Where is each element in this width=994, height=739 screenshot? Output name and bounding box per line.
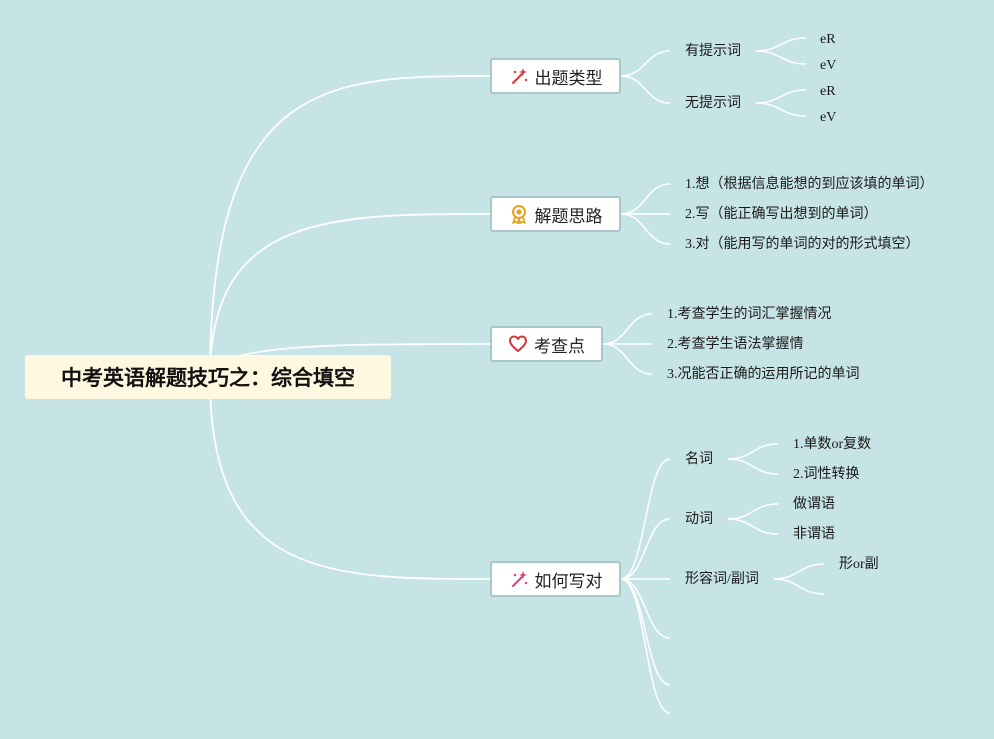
branch-label: 解题思路 bbox=[534, 206, 603, 227]
connector-line bbox=[602, 313, 653, 345]
subtopic-er[interactable]: eR bbox=[820, 84, 836, 99]
subtopic-ev[interactable]: eV bbox=[820, 58, 837, 73]
connector-line bbox=[727, 503, 779, 520]
award-badge-icon bbox=[509, 204, 529, 224]
connector-line bbox=[755, 102, 807, 117]
connector-line bbox=[620, 75, 671, 104]
magic-wand-icon bbox=[509, 569, 529, 589]
topic-usage[interactable]: 3.况能否正确的运用所记的单词 bbox=[667, 367, 860, 382]
topic-think[interactable]: 1.想（根据信息能想的到应该填的单词） bbox=[685, 177, 934, 192]
connector-line bbox=[620, 578, 671, 714]
root-title: 中考英语解题技巧之：综合填空 bbox=[61, 366, 355, 390]
connector-line bbox=[620, 183, 671, 215]
subtopic-singular-plural[interactable]: 1.单数or复数 bbox=[793, 437, 872, 452]
heart-icon bbox=[508, 334, 528, 354]
connector-line bbox=[755, 50, 807, 65]
branch-test-points[interactable]: 考查点 bbox=[490, 326, 603, 362]
connector-line bbox=[773, 578, 825, 595]
connector-line bbox=[620, 213, 671, 245]
connector-line bbox=[209, 377, 491, 580]
topic-with-hint[interactable]: 有提示词 bbox=[685, 44, 741, 59]
connector-line bbox=[602, 343, 653, 375]
branch-label: 如何写对 bbox=[534, 571, 603, 592]
subtopic-er[interactable]: eR bbox=[820, 32, 836, 47]
connector-line bbox=[620, 578, 671, 639]
connector-line bbox=[727, 518, 779, 535]
connector-line bbox=[755, 89, 807, 104]
subtopic-non-predicate[interactable]: 非谓语 bbox=[793, 527, 835, 542]
subtopic-adj-or-adv[interactable]: 形or副 bbox=[839, 557, 879, 572]
connector-line bbox=[755, 37, 807, 52]
topic-grammar[interactable]: 2.考查学生语法掌握情 bbox=[667, 337, 804, 352]
branch-solving-approach[interactable]: 解题思路 bbox=[490, 196, 621, 232]
branch-question-types[interactable]: 出题类型 bbox=[490, 58, 621, 94]
topic-correct[interactable]: 3.对（能用写的单词的对的形式填空） bbox=[685, 237, 920, 252]
subtopic-part-of-speech[interactable]: 2.词性转换 bbox=[793, 467, 860, 482]
branch-label: 出题类型 bbox=[534, 68, 603, 89]
connector-line bbox=[209, 75, 491, 379]
topic-adjective-adverb[interactable]: 形容词/副词 bbox=[685, 572, 759, 587]
subtopic-predicate[interactable]: 做谓语 bbox=[793, 497, 835, 512]
connector-line bbox=[773, 563, 825, 580]
connector-line bbox=[620, 458, 671, 580]
branch-label: 考查点 bbox=[534, 336, 585, 357]
connector-line bbox=[209, 213, 491, 379]
topic-noun[interactable]: 名词 bbox=[685, 452, 713, 467]
topic-write[interactable]: 2.写（能正确写出想到的单词） bbox=[685, 207, 878, 222]
connector-line bbox=[620, 50, 671, 77]
topic-vocabulary[interactable]: 1.考查学生的词汇掌握情况 bbox=[667, 307, 832, 322]
branch-how-to-write[interactable]: 如何写对 bbox=[490, 561, 621, 597]
connector-line bbox=[620, 518, 671, 580]
connector-line bbox=[620, 578, 671, 686]
root-topic[interactable]: 中考英语解题技巧之：综合填空 bbox=[25, 355, 391, 399]
magic-wand-icon bbox=[509, 66, 529, 86]
connector-line bbox=[727, 443, 779, 460]
connector-line bbox=[727, 458, 779, 475]
subtopic-ev[interactable]: eV bbox=[820, 110, 837, 125]
topic-verb[interactable]: 动词 bbox=[685, 512, 713, 527]
topic-without-hint[interactable]: 无提示词 bbox=[685, 96, 741, 111]
